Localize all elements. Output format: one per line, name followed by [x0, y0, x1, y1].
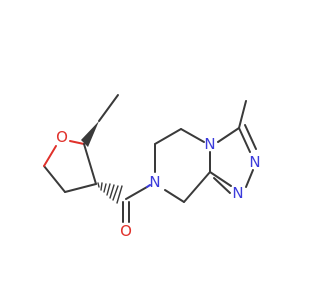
atom-triazole-n2: N: [249, 153, 260, 171]
atom-carbonyl-oxygen: O: [120, 222, 132, 240]
molecule-structure: O O N N N N: [43, 94, 261, 240]
bond-c2-c3: [83, 143, 97, 185]
bond-c6-c5: [154, 128, 182, 145]
bond-n1-c8a-a: [209, 171, 232, 187]
wedge-bond-ethyl: [81, 121, 99, 147]
bond-n2-n1: [245, 169, 254, 188]
bond-c8a-c8: [183, 171, 211, 203]
bond-c3-methyl: [238, 100, 247, 129]
bond-c2-o: [69, 140, 85, 145]
bond-c5-o: [43, 145, 57, 167]
bond-carbonyl-n-hetero: [146, 184, 151, 188]
atom-ring-oxygen: O: [56, 128, 68, 146]
bond-c4-c5: [43, 165, 66, 193]
hashed-bond-c3-carbonyl: [97, 182, 123, 204]
bond-c8-n7: [164, 189, 185, 203]
bond-ethyl-ch3: [98, 94, 119, 122]
bond-carbonyl-n: [125, 186, 148, 200]
atom-triazole-n1: N: [232, 184, 243, 202]
bond-c5-n4: [180, 128, 205, 143]
bond-c3-c4: [64, 183, 97, 193]
bond-n1-c8a-b: [213, 177, 231, 194]
bond-c3-n2-b: [244, 124, 257, 150]
atom-bridgehead-nitrogen: N: [204, 135, 215, 153]
bond-c3-n2-a: [238, 127, 251, 153]
bond-n4-c3: [217, 127, 240, 143]
atom-amide-nitrogen: N: [149, 173, 160, 191]
